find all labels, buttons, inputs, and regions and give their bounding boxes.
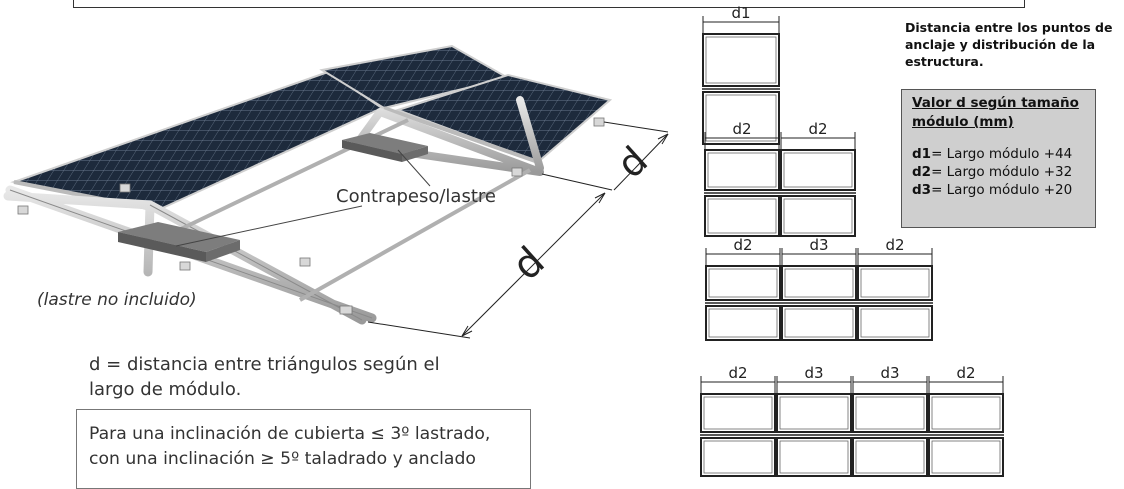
dimension-front-d bbox=[367, 173, 613, 339]
layout-dim-label: d3 bbox=[809, 236, 828, 254]
layout-dim-label: d3 bbox=[880, 364, 899, 382]
layout-dim-label: d2 bbox=[885, 236, 904, 254]
module-inner-rect bbox=[703, 396, 773, 430]
layout-schematics: d1 d2 d2 d2 d3 d2 d2 d3 d3 d2 bbox=[700, 4, 1004, 477]
illustration: d d d1 d2 d2 d2 d3 d2 d2 d3 d3 d2 bbox=[3, 4, 1004, 477]
ballast-leader-lines bbox=[175, 149, 431, 247]
module-inner-rect bbox=[705, 36, 777, 84]
module-inner-rect bbox=[708, 308, 778, 338]
module-rect bbox=[852, 437, 928, 477]
d1-key: d1 bbox=[912, 146, 932, 162]
ballast-not-included-label: (lastre no incluido) bbox=[37, 290, 197, 310]
module-rect bbox=[780, 149, 856, 191]
module-rect bbox=[857, 305, 933, 341]
d3-value-line: d3= Largo módulo +20 bbox=[912, 181, 1089, 199]
solar-panel-left bbox=[10, 70, 385, 212]
layout-3: d2 d3 d2 bbox=[705, 236, 933, 341]
module-inner-rect bbox=[707, 152, 777, 188]
layout-1: d1 bbox=[702, 4, 780, 145]
layout-dim-label: d1 bbox=[731, 4, 750, 22]
layout-dim-label: d2 bbox=[732, 120, 751, 138]
module-inner-rect bbox=[931, 440, 1001, 474]
module-rect bbox=[705, 265, 781, 301]
dimension-rear-d-label: d bbox=[609, 138, 656, 187]
module-rect bbox=[700, 393, 776, 433]
layout-dim-label: d2 bbox=[733, 236, 752, 254]
d3-text: = Largo módulo +20 bbox=[931, 182, 1073, 198]
note-line-2: con una inclinación ≥ 5º taladrado y anc… bbox=[89, 449, 476, 469]
module-rect bbox=[857, 265, 933, 301]
module-rect bbox=[781, 305, 857, 341]
layout-2: d2 d2 bbox=[704, 120, 856, 237]
distance-heading: Distancia entre los puntos de anclaje y … bbox=[905, 20, 1113, 69]
caption-line-2: largo de módulo. bbox=[89, 379, 242, 400]
d3-key: d3 bbox=[912, 182, 932, 198]
d1-text: = Largo módulo +44 bbox=[931, 146, 1073, 162]
module-rect bbox=[704, 195, 780, 237]
module-inner-rect bbox=[855, 396, 925, 430]
module-rect bbox=[702, 91, 780, 145]
module-rect bbox=[700, 437, 776, 477]
module-rect bbox=[781, 265, 857, 301]
d2-text: = Largo módulo +32 bbox=[931, 164, 1073, 180]
layout-4: d2 d3 d3 d2 bbox=[700, 364, 1004, 477]
module-rect bbox=[776, 437, 852, 477]
module-inner-rect bbox=[783, 152, 853, 188]
d-values-title: Valor d según tamaño módulo (mm) bbox=[912, 95, 1079, 130]
weight-label: Contrapeso/lastre bbox=[336, 186, 496, 207]
ballast-block-front bbox=[118, 222, 240, 262]
module-rect bbox=[928, 393, 1004, 433]
module-rect bbox=[704, 149, 780, 191]
module-inner-rect bbox=[855, 440, 925, 474]
layout-dim-label: d2 bbox=[728, 364, 747, 382]
module-inner-rect bbox=[784, 308, 854, 338]
module-inner-rect bbox=[860, 308, 930, 338]
module-rect bbox=[705, 305, 781, 341]
d2-key: d2 bbox=[912, 164, 932, 180]
module-inner-rect bbox=[703, 440, 773, 474]
layout-dim-label: d2 bbox=[808, 120, 827, 138]
module-inner-rect bbox=[784, 268, 854, 298]
d1-value-line: d1= Largo módulo +44 bbox=[912, 145, 1089, 163]
module-rect bbox=[776, 393, 852, 433]
solar-array-drawing bbox=[3, 44, 613, 325]
caption-line-1: d = distancia entre triángulos según el bbox=[89, 354, 440, 375]
module-inner-rect bbox=[779, 440, 849, 474]
layout-dim-label: d2 bbox=[956, 364, 975, 382]
ballast-block-rear bbox=[342, 133, 428, 162]
d-values-box: Valor d según tamaño módulo (mm) d1= Lar… bbox=[901, 89, 1096, 228]
module-inner-rect bbox=[705, 94, 777, 142]
module-rect bbox=[852, 393, 928, 433]
module-inner-rect bbox=[783, 198, 853, 234]
dimension-rear-d bbox=[603, 121, 669, 191]
module-inner-rect bbox=[708, 268, 778, 298]
dimension-front-d-label: d bbox=[504, 238, 554, 289]
top-frame bbox=[73, 0, 1025, 8]
distance-caption: d = distancia entre triángulos según el … bbox=[89, 352, 509, 402]
note-line-1: Para una inclinación de cubierta ≤ 3º la… bbox=[89, 424, 491, 444]
module-rect bbox=[928, 437, 1004, 477]
module-inner-rect bbox=[707, 198, 777, 234]
module-inner-rect bbox=[931, 396, 1001, 430]
module-inner-rect bbox=[779, 396, 849, 430]
d2-value-line: d2= Largo módulo +32 bbox=[912, 163, 1089, 181]
layout-dim-label: d3 bbox=[804, 364, 823, 382]
module-inner-rect bbox=[860, 268, 930, 298]
inclination-note: Para una inclinación de cubierta ≤ 3º la… bbox=[76, 409, 531, 489]
module-rect bbox=[780, 195, 856, 237]
module-rect bbox=[702, 33, 780, 87]
